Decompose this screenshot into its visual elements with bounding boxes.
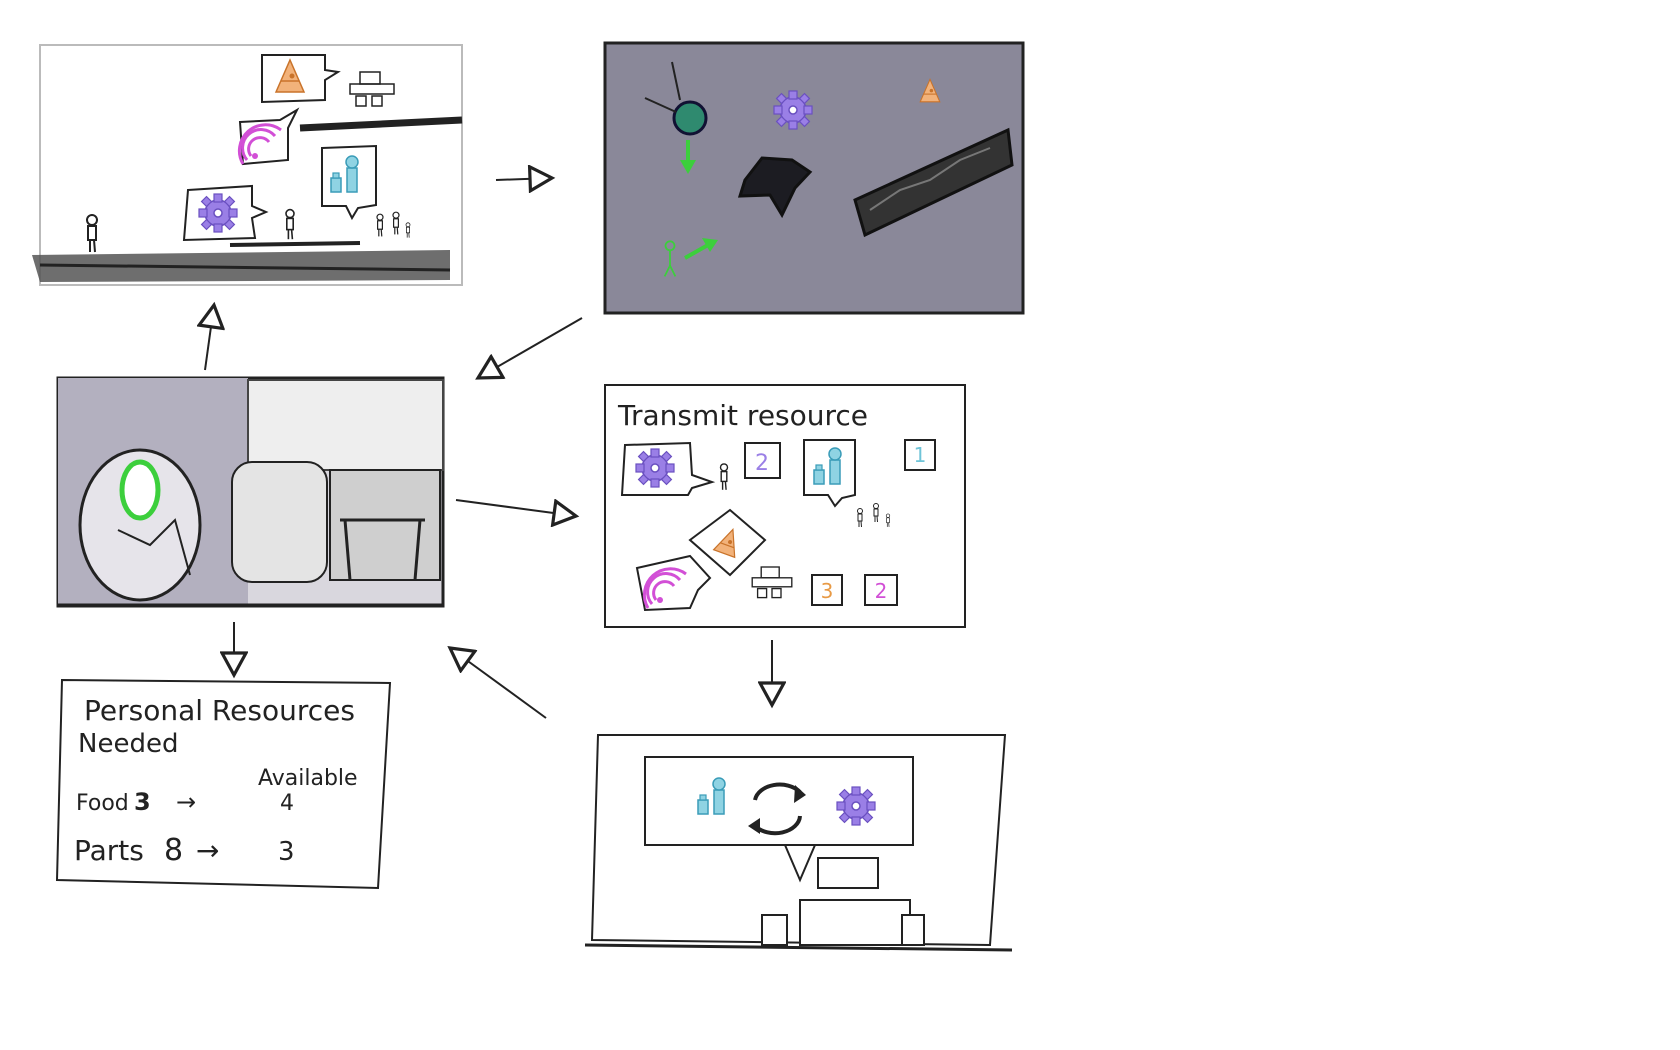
count-box-ammo[interactable] (811, 574, 843, 606)
panel-trade-exchange (584, 734, 1013, 952)
panel-space-travel (603, 41, 1025, 315)
count-parts: 2 (755, 451, 769, 476)
vehicle-sketch (751, 566, 793, 599)
gear-icon (836, 786, 876, 826)
speech-bubble-signal (237, 107, 300, 166)
panel-platform-scene (32, 44, 463, 286)
arrow-parts: → (196, 834, 219, 867)
speech-bubble-food (321, 144, 377, 221)
resource-available-food: 4 (280, 791, 294, 816)
gear-icon (635, 448, 675, 488)
arrow-food: → (176, 788, 196, 816)
count-food: 1 (914, 443, 927, 467)
resource-needed-parts: 8 (164, 833, 183, 868)
pod-hatch (78, 448, 202, 602)
count-signal: 2 (875, 579, 888, 603)
speech-bubble-parts (182, 184, 269, 242)
count-ammo: 3 (821, 579, 834, 603)
gear-icon (773, 90, 813, 130)
arrow-trade-to-station (450, 648, 547, 719)
resource-name-parts: Parts (74, 834, 144, 867)
count-box-signal[interactable] (864, 574, 898, 606)
count-box-food[interactable] (904, 439, 936, 471)
speech-bubble-ammo (261, 54, 341, 104)
arrow-platform-to-space (495, 178, 552, 180)
arrow-station-to-platform (205, 305, 214, 371)
astronaut-figure (663, 240, 677, 277)
arrow-space-to-station (478, 317, 583, 378)
personal-title: Personal Resources (84, 694, 355, 727)
personal-subtitle: Needed (78, 729, 178, 759)
resource-available-parts: 3 (278, 837, 295, 867)
asteroid-shape (737, 156, 813, 219)
resource-name-food: Food (76, 791, 129, 816)
gear-icon (198, 193, 238, 233)
panel-transmit-resource: Transmit resource 2 1 3 2 (604, 384, 966, 628)
count-box-parts[interactable] (744, 442, 781, 479)
flow-arrows (205, 178, 772, 719)
resource-needed-food: 3 (134, 788, 151, 816)
satellite-icon (672, 100, 708, 136)
arrow-station-to-transmit (455, 500, 576, 516)
panel-personal-resources: Personal Resources Needed Available Food… (55, 678, 392, 890)
girder-debris (853, 127, 1014, 238)
panel-station-interior (56, 376, 445, 608)
vehicle-sketch (349, 71, 395, 107)
transmit-title: Transmit resource (617, 399, 868, 432)
available-label: Available (258, 766, 358, 791)
